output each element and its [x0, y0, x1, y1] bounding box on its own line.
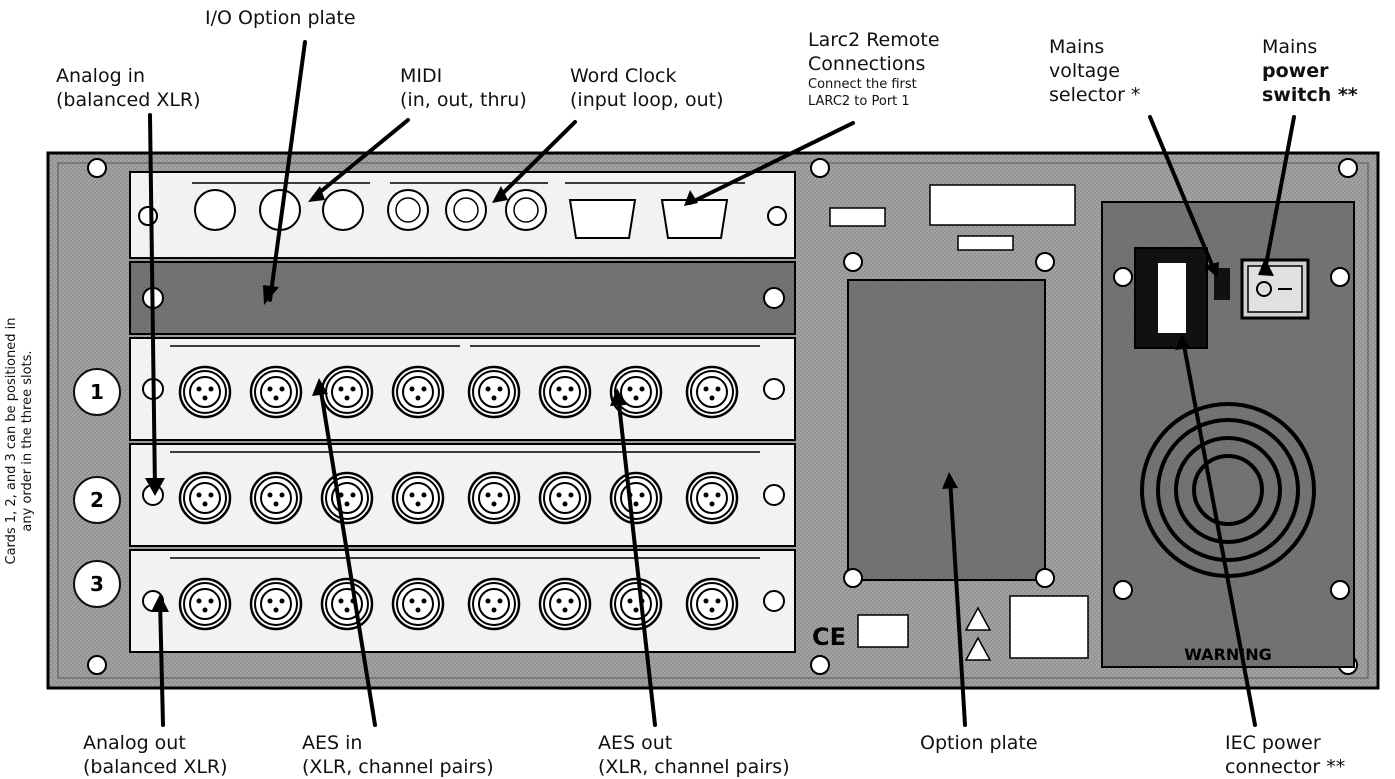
slot-3-badge: 3 — [73, 560, 121, 608]
warning-text: WARNING — [1184, 645, 1272, 664]
slot-1-badge: 1 — [73, 368, 121, 416]
slot-2-badge: 2 — [73, 476, 121, 524]
svg-text:CE: CE — [812, 623, 846, 651]
